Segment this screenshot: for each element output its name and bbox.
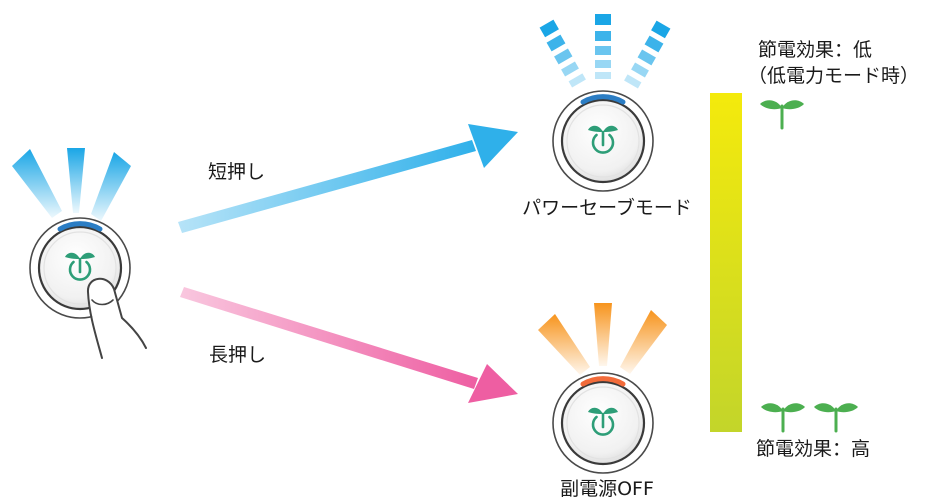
sprout-icon xyxy=(759,401,807,433)
long-press-label: 長押し xyxy=(209,344,267,366)
sprout-icon xyxy=(812,401,860,433)
effect-low-note: （低電力モード時） xyxy=(748,65,920,87)
power-save-light-rays xyxy=(539,14,671,89)
power-off-light-rays xyxy=(538,303,667,375)
sub-power-off-label: 副電源OFF xyxy=(560,478,654,500)
finger-press-icon xyxy=(86,277,147,360)
power-saving-level-bar xyxy=(710,93,742,432)
effect-high-label: 節電効果：高 xyxy=(756,438,871,460)
short-press-arrow xyxy=(178,124,518,233)
power-off-button-icon xyxy=(551,371,655,475)
power-save-button-icon xyxy=(551,89,655,193)
power-save-mode-label: パワーセーブモード xyxy=(522,197,692,219)
long-press-arrow xyxy=(180,287,518,403)
effect-low-label: 節電効果：低 xyxy=(758,39,873,61)
sprout-icon xyxy=(758,98,806,130)
short-press-label: 短押し xyxy=(208,161,266,183)
left-power-button-icon xyxy=(28,216,132,320)
left-light-rays xyxy=(12,148,131,221)
